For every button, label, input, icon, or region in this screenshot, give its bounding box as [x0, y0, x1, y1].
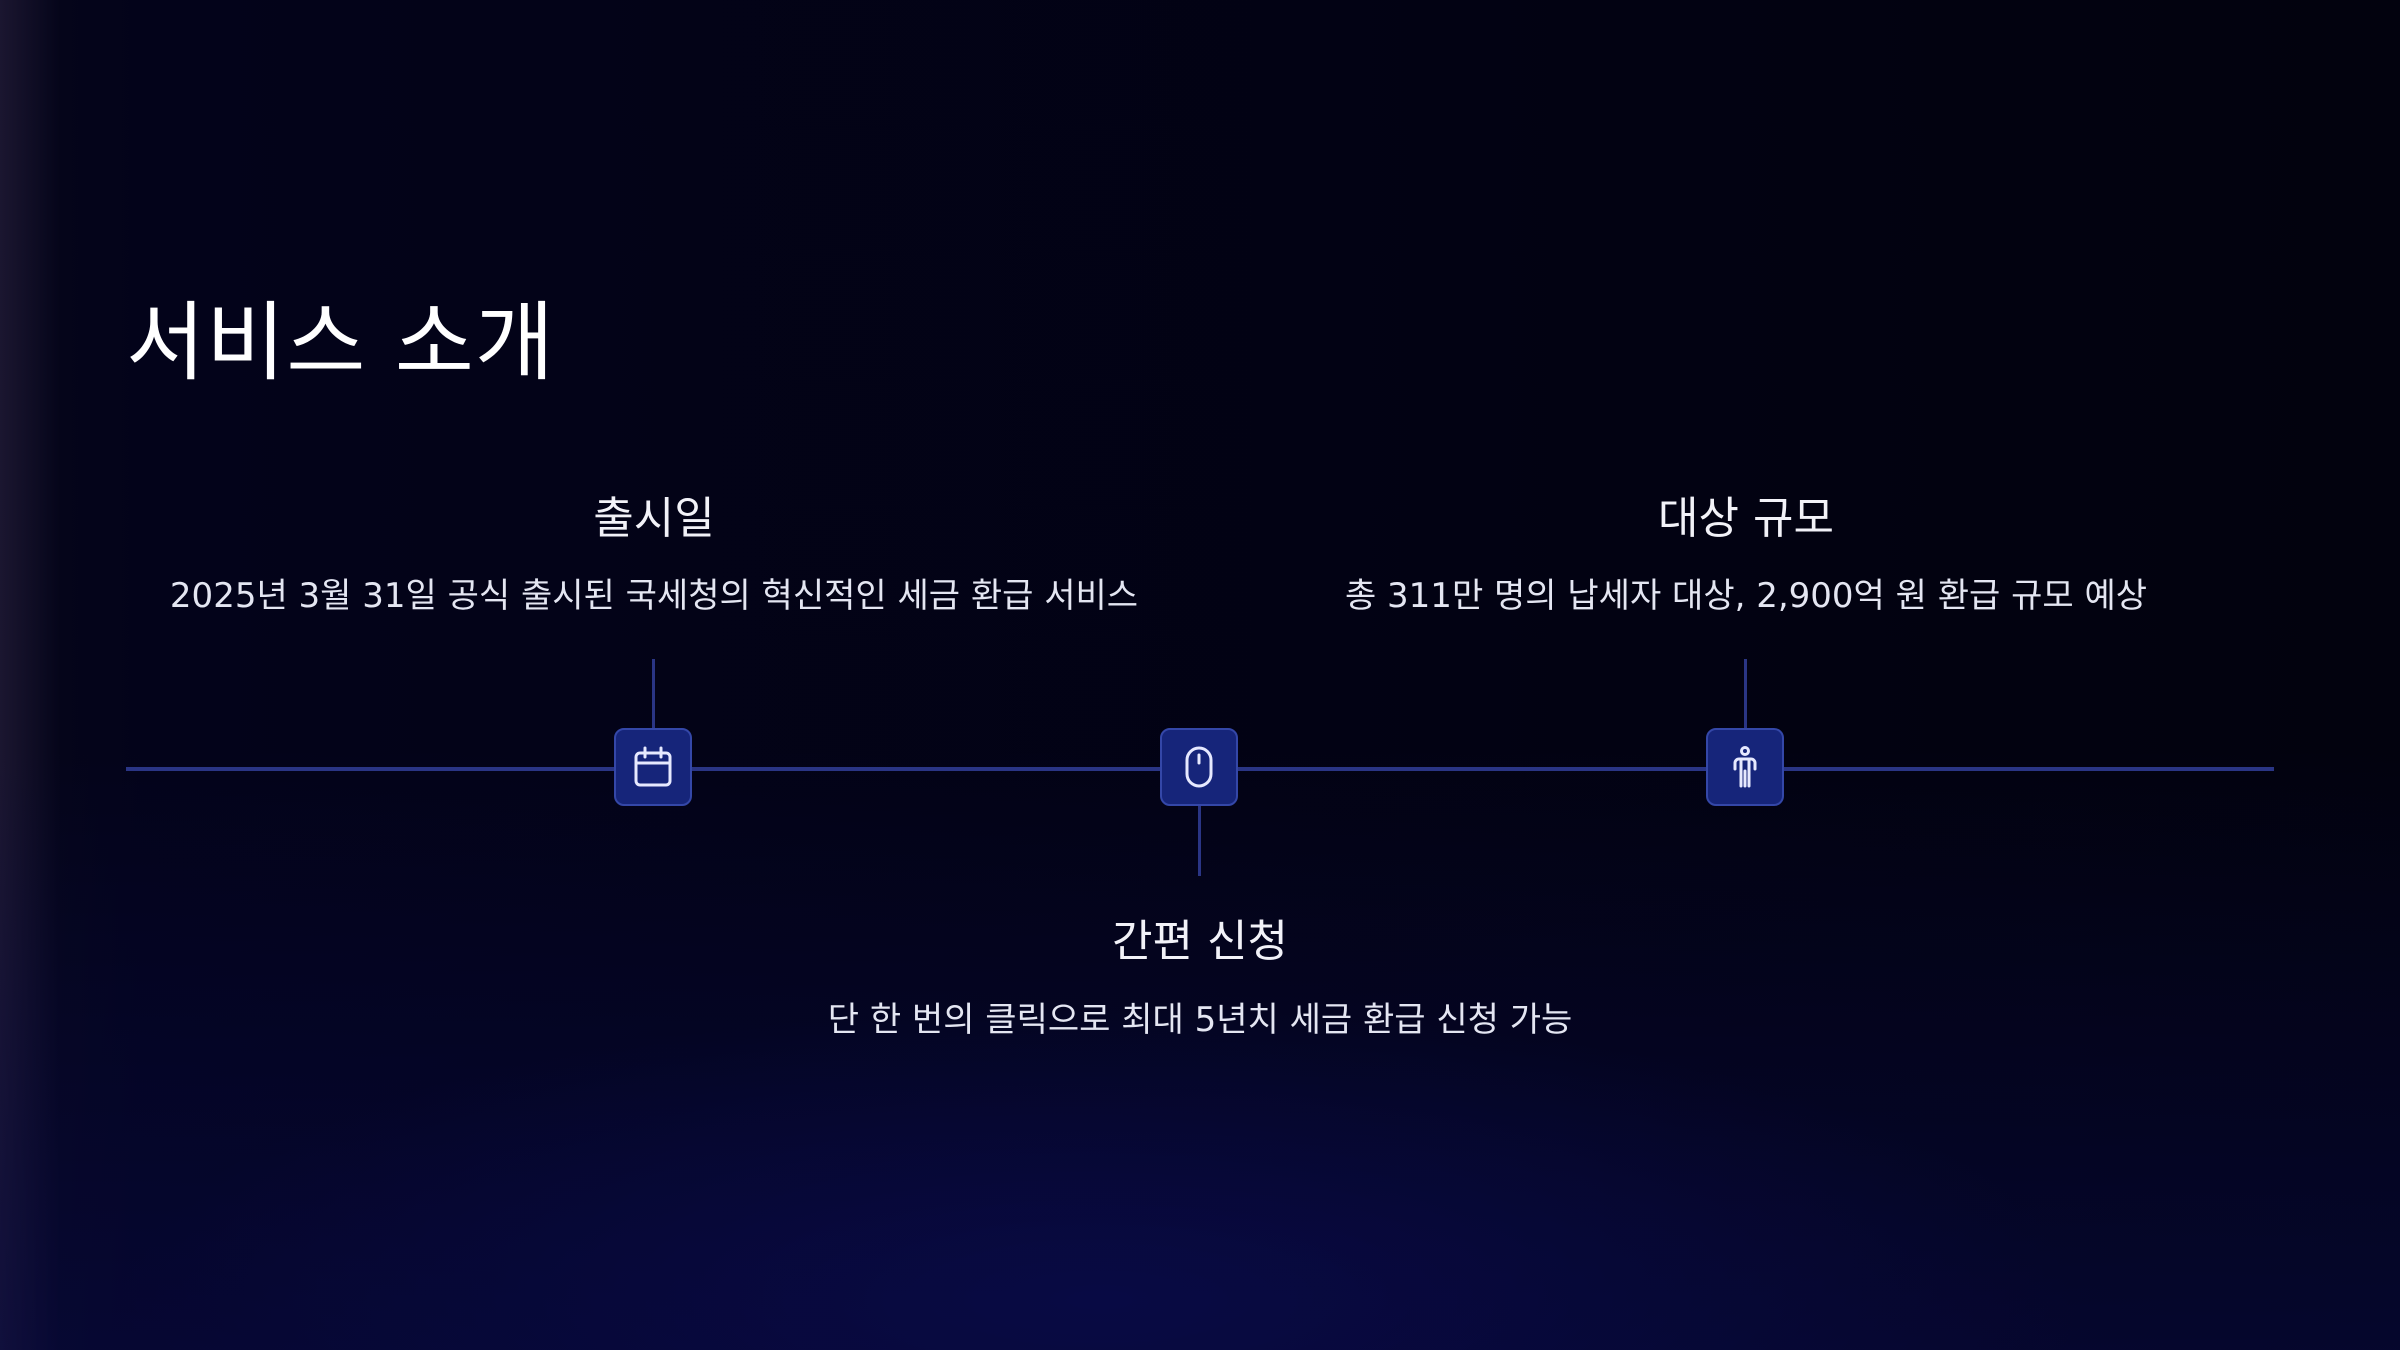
milestone-title: 출시일	[593, 493, 715, 544]
timeline-connector	[1744, 659, 1747, 729]
milestone-description: 2025년 3월 31일 공식 출시된 국세청의 혁신적인 세금 환급 서비스	[169, 576, 1139, 616]
calendar-icon	[634, 746, 672, 787]
milestone-description: 총 311만 명의 납세자 대상, 2,900억 원 환급 규모 예상	[1344, 576, 2148, 616]
icon-box	[614, 728, 692, 806]
person-icon	[1733, 746, 1757, 788]
timeline-connector	[1198, 806, 1201, 876]
timeline-connector	[652, 659, 655, 729]
page-title: 서비스 소개	[126, 293, 555, 393]
milestone-title: 간편 신청	[1112, 916, 1288, 967]
mouse-icon	[1185, 746, 1213, 788]
icon-box	[1706, 728, 1784, 806]
milestone-description: 단 한 번의 클릭으로 최대 5년치 세금 환급 신청 가능	[827, 1000, 1573, 1040]
icon-box	[1160, 728, 1238, 806]
milestone-title: 대상 규모	[1658, 493, 1834, 544]
